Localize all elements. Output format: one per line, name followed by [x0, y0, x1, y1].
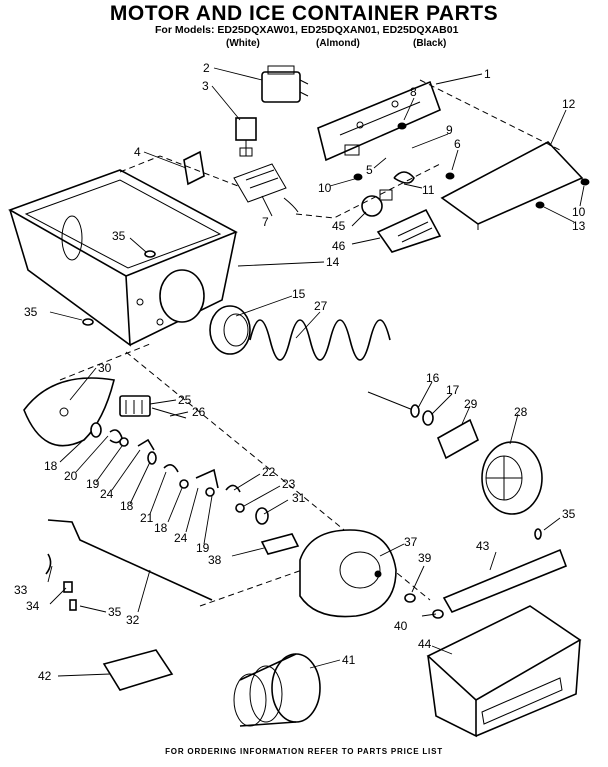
callout-40: 40 — [394, 619, 408, 633]
callout-30: 30 — [98, 361, 112, 375]
solenoid-part — [235, 117, 257, 157]
callout-9: 9 — [446, 123, 453, 137]
callout-17: 17 — [446, 383, 460, 397]
callout-2: 2 — [203, 61, 210, 75]
leader-lines — [47, 67, 585, 677]
callout-18a: 18 — [44, 459, 58, 473]
callout-42: 42 — [38, 669, 52, 683]
callout-37: 37 — [404, 535, 418, 549]
solenoid-frame-part — [119, 395, 187, 419]
disc-shelf-part — [23, 377, 115, 447]
diagram-title: MOTOR AND ICE CONTAINER PARTS — [109, 2, 499, 25]
callout-35b: 35 — [24, 305, 38, 319]
callout-27: 27 — [314, 299, 328, 313]
callout-31: 31 — [292, 491, 306, 505]
color-white-label: (White) — [226, 38, 260, 49]
callout-4: 4 — [134, 145, 141, 159]
callout-5: 5 — [366, 163, 373, 177]
callout-10b: 10 — [572, 205, 586, 219]
callout-10a: 10 — [318, 181, 332, 195]
callout-24a: 24 — [100, 487, 114, 501]
callout-28: 28 — [514, 405, 528, 419]
callout-25: 25 — [178, 393, 192, 407]
callout-11: 11 — [422, 183, 435, 197]
small-plate-part — [102, 649, 174, 691]
callout-14: 14 — [326, 255, 340, 269]
auger-housing-part — [233, 653, 321, 727]
callout-7: 7 — [262, 215, 269, 229]
auger-part — [481, 441, 543, 515]
callout-44: 44 — [418, 637, 432, 651]
callout-46: 46 — [332, 239, 346, 253]
callout-26: 26 — [192, 405, 206, 419]
callout-35c: 35 — [562, 507, 576, 521]
callout-35a: 35 — [112, 229, 126, 243]
callout-33: 33 — [14, 583, 28, 597]
relay-part — [261, 65, 309, 103]
callout-18c: 18 — [154, 521, 168, 535]
callout-19b: 19 — [196, 541, 210, 555]
cover-plate-part — [440, 141, 584, 230]
callout-13: 13 — [572, 219, 586, 233]
callout-32: 32 — [126, 613, 140, 627]
callout-22: 22 — [262, 465, 276, 479]
washer-parts — [410, 404, 434, 426]
callout-8: 8 — [410, 85, 417, 99]
color-almond-label: (Almond) — [316, 38, 360, 49]
callout-15: 15 — [292, 287, 306, 301]
callout-45: 45 — [332, 219, 346, 233]
callout-12: 12 — [562, 97, 576, 111]
callout-19a: 19 — [86, 477, 100, 491]
color-black-label: (Black) — [413, 38, 447, 49]
callout-38: 38 — [208, 553, 222, 567]
callout-labels: 1 2 3 4 5 6 7 8 9 10 10 11 12 13 14 15 1… — [14, 61, 586, 683]
linkage-parts — [90, 422, 269, 525]
callout-34: 34 — [26, 599, 40, 613]
callout-23: 23 — [282, 477, 296, 491]
callout-6: 6 — [454, 137, 461, 151]
callout-16: 16 — [426, 371, 440, 385]
callout-41: 41 — [342, 653, 356, 667]
lower-left-hardware — [45, 553, 77, 611]
callout-21: 21 — [140, 511, 154, 525]
ice-container-housing — [8, 169, 238, 347]
callout-20: 20 — [64, 469, 78, 483]
motor-part — [299, 529, 397, 618]
bearing-part — [209, 305, 251, 355]
screws-35 — [82, 250, 542, 540]
motor-clip-part — [260, 533, 300, 555]
callout-39: 39 — [418, 551, 432, 565]
ice-bin-front-part — [426, 605, 582, 738]
light-bulb-part — [361, 171, 415, 217]
callout-24b: 24 — [174, 531, 188, 545]
mounting-plate-part — [317, 80, 442, 162]
callout-29: 29 — [464, 397, 478, 411]
model-numbers: For Models: ED25DQXAW01, ED25DQXAN01, ED… — [155, 24, 459, 36]
bulb-cover-part — [376, 208, 442, 253]
small-screws — [353, 122, 590, 209]
actuator-rod-part — [47, 519, 213, 601]
callout-18b: 18 — [120, 499, 134, 513]
motor-nuts — [404, 593, 444, 619]
callout-3: 3 — [202, 79, 209, 93]
callout-43: 43 — [476, 539, 490, 553]
crusher-blade-part — [436, 418, 480, 460]
bracket-part — [183, 150, 205, 186]
auger-spring-part — [249, 319, 419, 413]
callout-35d: 35 — [108, 605, 122, 619]
bracket-bar-part — [442, 548, 568, 614]
wire-harness-part — [233, 163, 299, 213]
ordering-footer: FOR ORDERING INFORMATION REFER TO PARTS … — [165, 747, 443, 756]
callout-1: 1 — [484, 67, 491, 81]
